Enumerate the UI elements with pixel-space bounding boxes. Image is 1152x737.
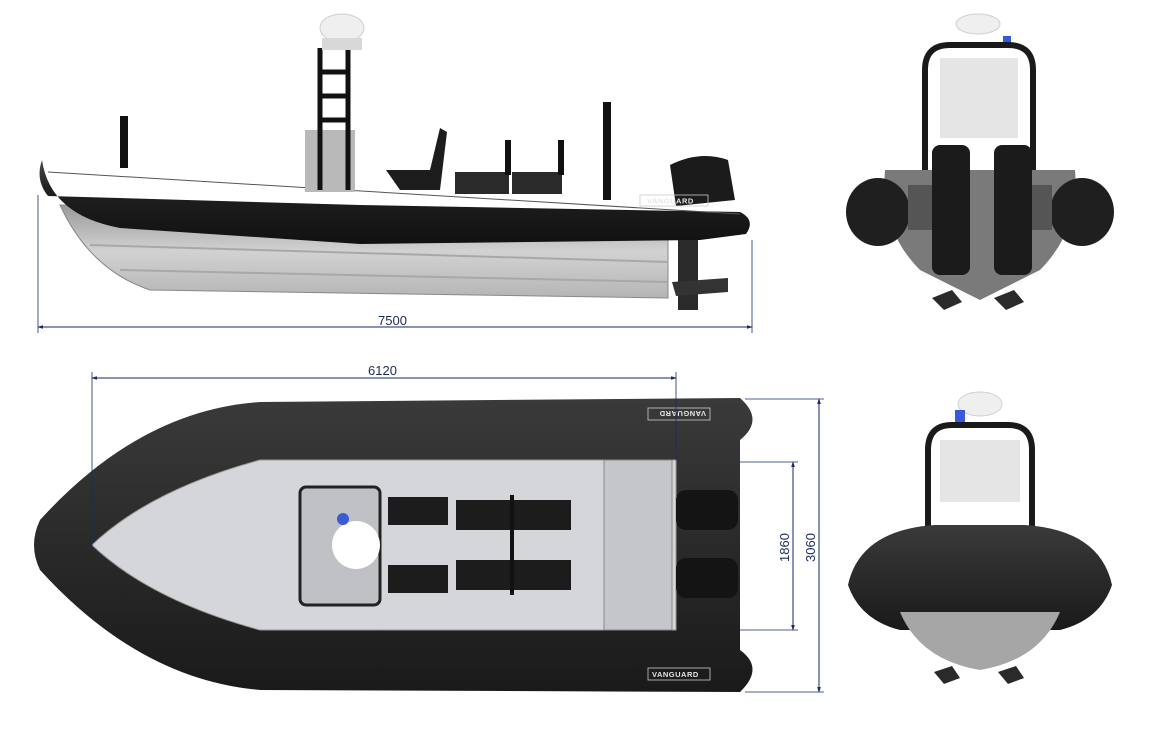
top-engine-port: [676, 490, 738, 530]
top-blue-light: [337, 513, 349, 525]
dimension-inner-length: 6120: [91, 363, 677, 548]
side-tube: [39, 160, 750, 244]
stern-engine-starboard: [994, 145, 1032, 275]
dimension-label-6120: 6120: [368, 363, 397, 378]
stern-view: [846, 13, 1114, 310]
side-grab-pole-bow: [120, 116, 128, 168]
side-view: VANGUARD: [39, 13, 750, 310]
dimension-label-3060: 3060: [803, 533, 818, 562]
bow-tube: [848, 525, 1112, 630]
top-seat-starboard: [388, 565, 448, 593]
dimension-inner-beam: 1860: [740, 461, 798, 631]
side-grab-pole-stern: [603, 102, 611, 200]
dimension-overall-length: 7500: [37, 195, 753, 333]
stern-tube-starboard: [1050, 178, 1114, 246]
bow-radome: [957, 391, 1003, 417]
side-radome: [319, 13, 365, 43]
bow-view: [848, 391, 1112, 684]
top-view: VANGUARD VANGUARD: [34, 398, 753, 692]
bow-tower: [925, 422, 1035, 540]
stern-tower: [922, 42, 1036, 170]
dimension-label-1860: 1860: [777, 533, 792, 562]
top-transom: [603, 459, 673, 631]
side-bench-1: [455, 172, 509, 194]
dimension-overall-beam: 3060: [745, 398, 824, 693]
top-seat-port: [388, 497, 448, 525]
side-brand-label: VANGUARD: [647, 197, 694, 206]
stern-tube-port: [846, 178, 910, 246]
stern-engine-port: [932, 145, 970, 275]
dimension-label-7500: 7500: [378, 313, 407, 328]
side-bench-2: [512, 172, 562, 194]
top-brand-label-starboard: VANGUARD: [652, 670, 699, 679]
top-console-dome: [332, 521, 380, 569]
top-engine-starboard: [676, 558, 738, 598]
top-brand-label-port: VANGUARD: [659, 409, 706, 418]
side-seat: [386, 128, 447, 190]
bow-hull: [900, 612, 1060, 670]
side-tower: [317, 48, 351, 190]
side-outboard-engine: [670, 156, 735, 206]
stern-radome: [955, 13, 1001, 35]
